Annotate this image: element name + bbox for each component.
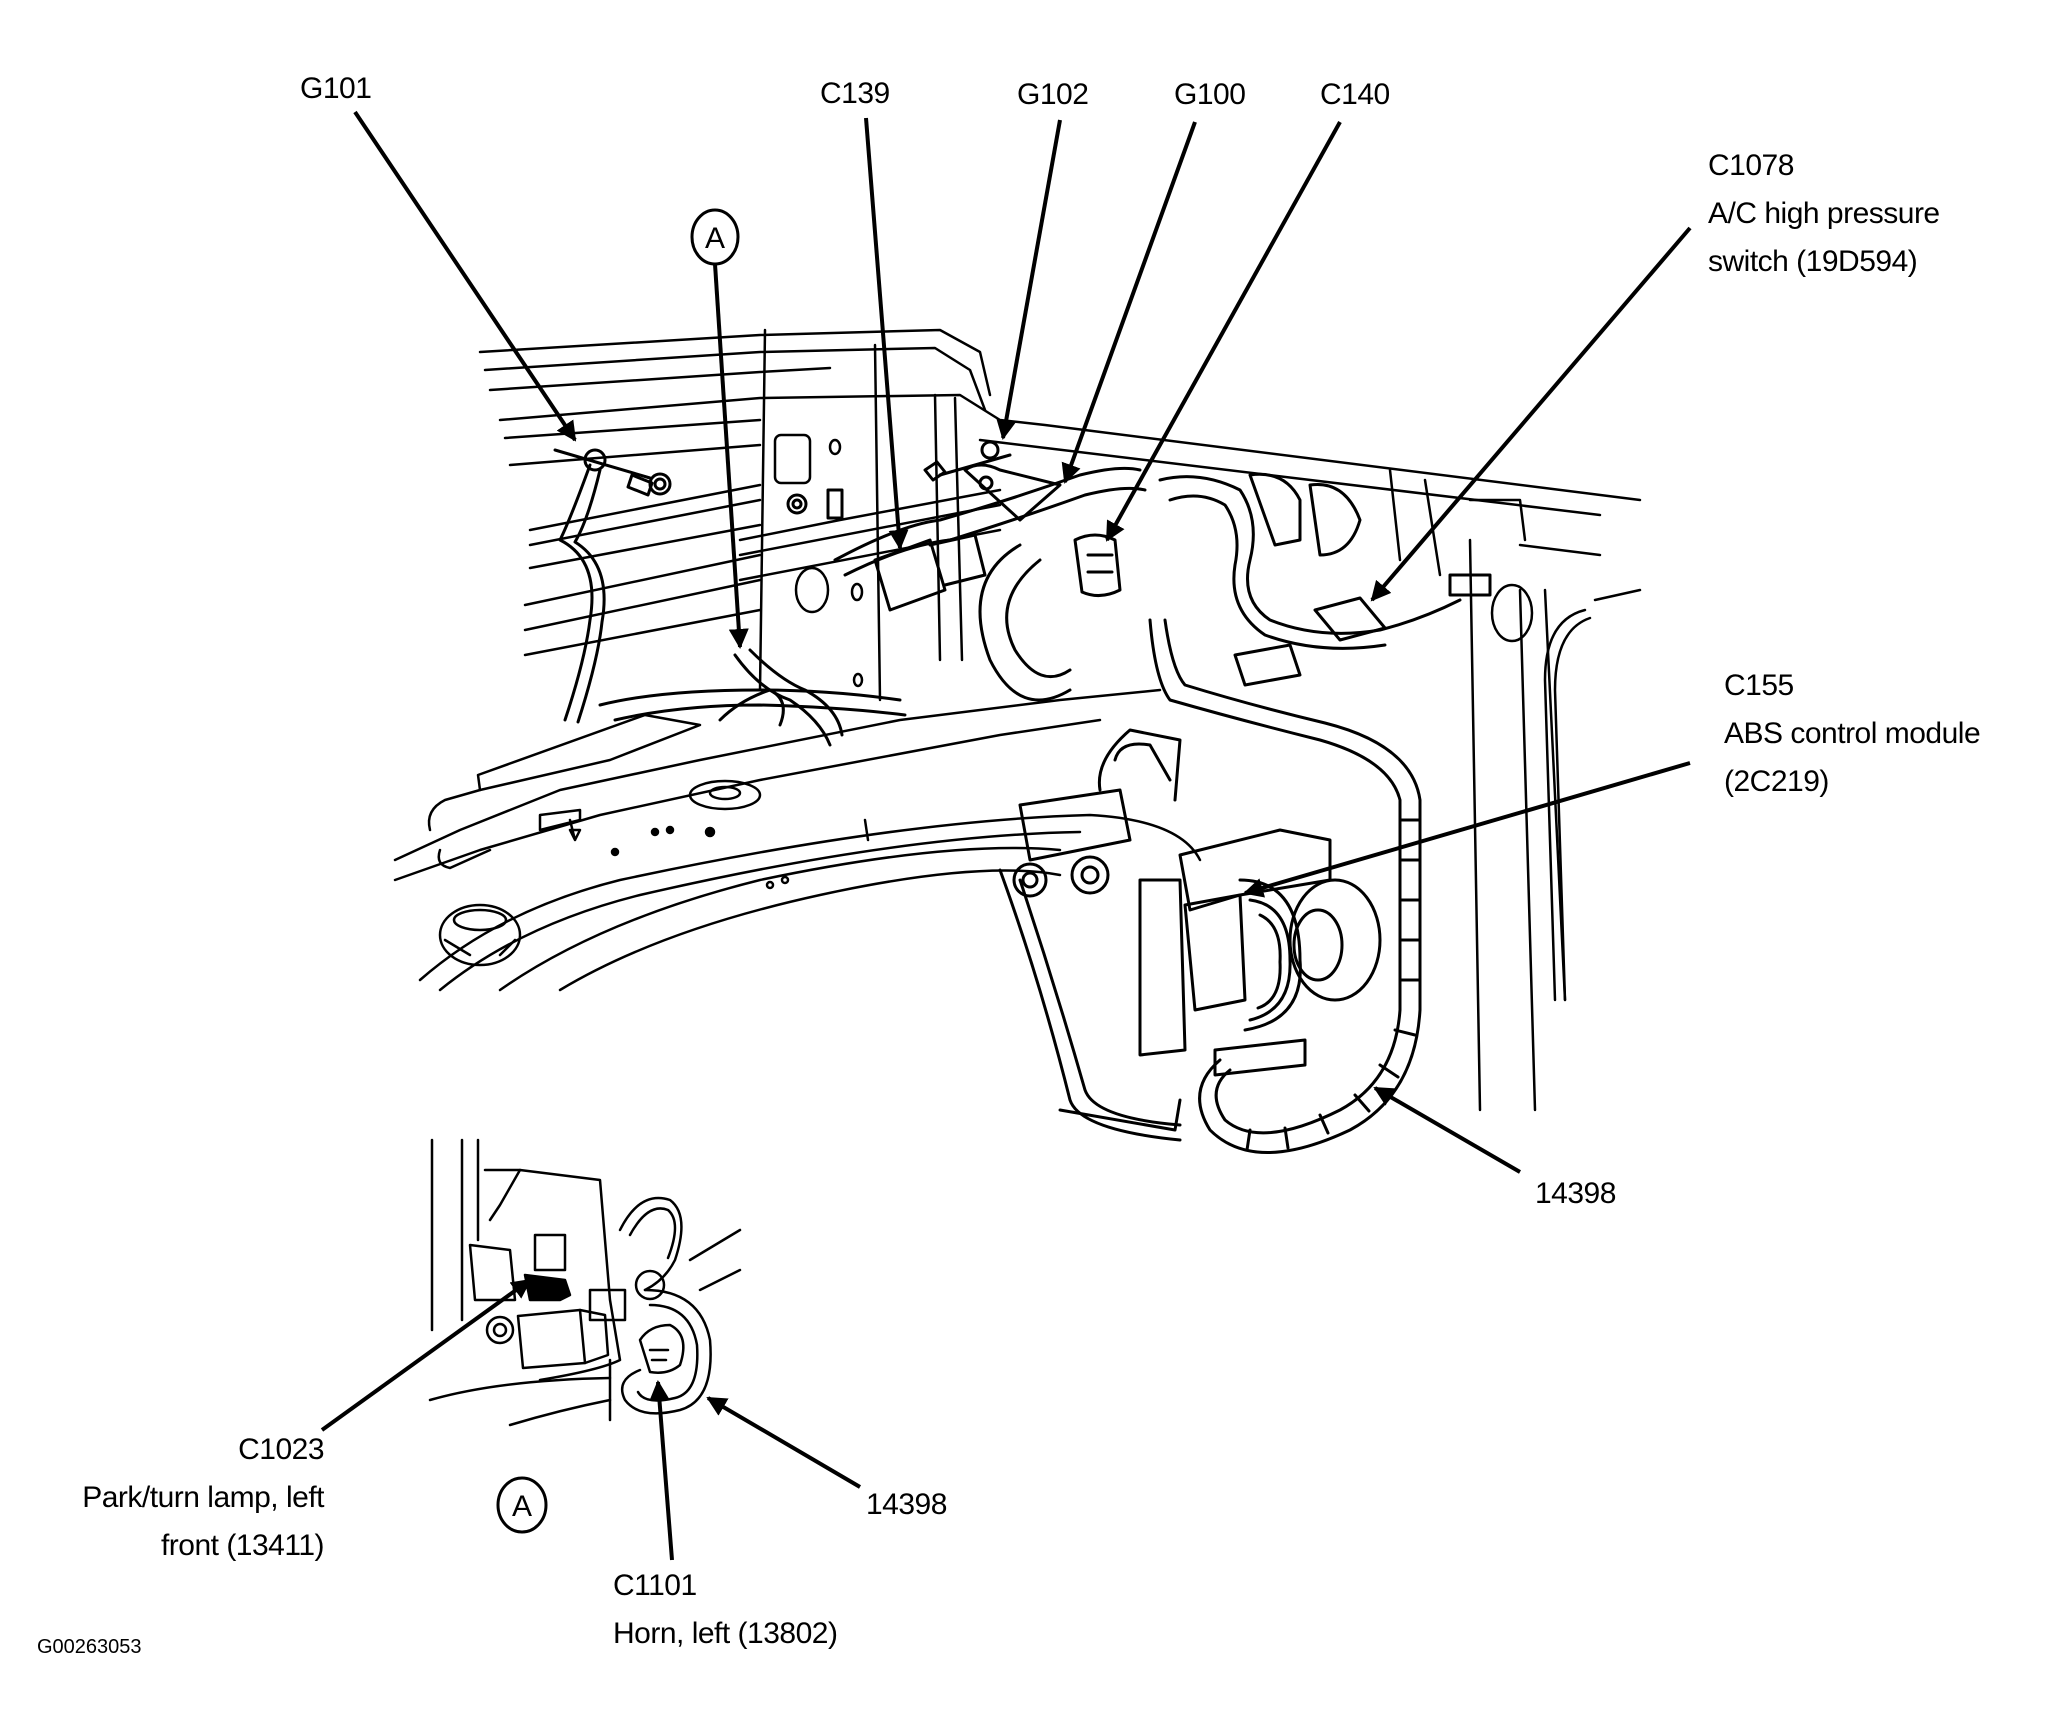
c1078-connector (1313, 596, 1387, 642)
label-c1101-desc1: Horn, left (13802) (613, 1617, 838, 1650)
label-c155: C155 ABS control module (2C219) (1724, 662, 1981, 806)
label-14398-inset: 14398 (866, 1488, 947, 1521)
components (626, 440, 1492, 687)
label-c155-desc2: (2C219) (1724, 765, 1829, 798)
c140-connector (1073, 533, 1122, 597)
c139-connector (873, 538, 947, 612)
leader-c155 (1243, 761, 1691, 898)
label-c1023-desc1: Park/turn lamp, left (82, 1481, 324, 1514)
c1101-connector (638, 1323, 685, 1374)
label-c1078-code: C1078 (1708, 149, 1794, 182)
detail-marker-inset: A (496, 1476, 548, 1534)
leader-14398-main (1373, 1086, 1522, 1174)
label-c155-desc1: ABS control module (1724, 717, 1981, 750)
label-c1078-desc1: A/C high pressure (1708, 197, 1940, 230)
leader-c1023 (320, 1278, 532, 1432)
label-c1023: C1023 Park/turn lamp, left front (13411) (20, 1426, 324, 1570)
leader-g101 (353, 110, 577, 442)
label-c155-code: C155 (1724, 669, 1794, 702)
leader-g100 (1061, 121, 1197, 484)
leader-lines (320, 110, 1692, 1561)
abs-module-illustration (998, 728, 1382, 1142)
detail-marker-inset-letter: A (512, 1490, 532, 1523)
detail-marker-main-letter: A (705, 222, 725, 255)
label-14398-main: 14398 (1535, 1177, 1616, 1210)
leader-c1101 (649, 1380, 674, 1561)
leader-14398-inset (706, 1396, 862, 1489)
label-c1101: C1101 Horn, left (13802) (613, 1562, 838, 1658)
label-c140: C140 (1320, 78, 1390, 111)
label-g102: G102 (1017, 78, 1089, 111)
leader-c139 (864, 117, 909, 550)
label-c1078: C1078 A/C high pressure switch (19D594) (1708, 142, 1940, 286)
label-c1023-desc2: front (13411) (160, 1529, 325, 1562)
detail-marker-main: A (690, 208, 740, 266)
label-c1078-desc2: switch (19D594) (1708, 245, 1918, 278)
label-g101: G101 (300, 72, 372, 105)
leader-c1078 (1370, 226, 1692, 602)
label-c1023-code: C1023 (238, 1433, 324, 1466)
label-g100: G100 (1174, 78, 1246, 111)
leader-g102 (996, 119, 1062, 440)
label-c1101-code: C1101 (613, 1569, 697, 1602)
g101-bolt (626, 473, 654, 497)
body-panels (393, 328, 1642, 1112)
leader-c140 (1105, 121, 1342, 542)
figure-id: G00263053 (37, 1636, 142, 1658)
inset-detail-a (428, 1138, 742, 1427)
leader-detail-a (713, 263, 749, 649)
label-c139: C139 (820, 77, 890, 110)
